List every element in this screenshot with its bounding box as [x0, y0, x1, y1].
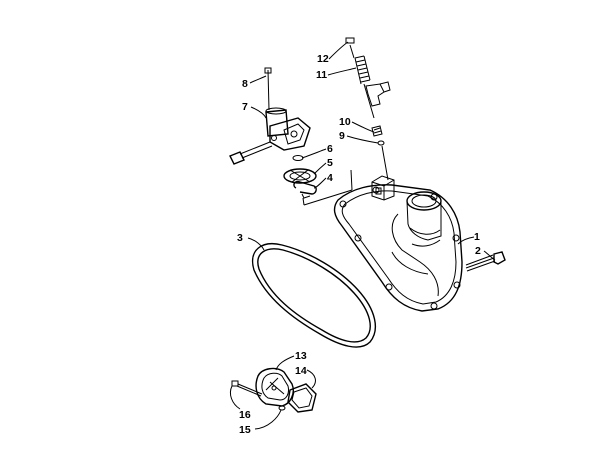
lower-cover-assembly [231, 367, 317, 413]
seal-parts [283, 155, 317, 199]
drive-belt [251, 243, 377, 348]
callout-1: 1 [474, 231, 480, 243]
callout-13: 13 [295, 350, 307, 362]
callout-9: 9 [339, 130, 345, 142]
clutch-cover [333, 175, 463, 312]
callout-8: 8 [242, 78, 248, 90]
leader-lines [229, 41, 496, 430]
callout-10: 10 [339, 116, 351, 128]
group-bracket [302, 169, 353, 206]
callout-3: 3 [237, 232, 243, 244]
actuator-assembly [229, 67, 311, 165]
callout-16: 16 [239, 409, 251, 421]
callout-4: 4 [327, 172, 333, 184]
cover-bolt [465, 251, 506, 272]
callout-15: 15 [239, 424, 251, 436]
callout-14: 14 [295, 365, 307, 377]
callout-5: 5 [327, 157, 333, 169]
callout-12: 12 [317, 53, 329, 65]
callout-11: 11 [316, 69, 327, 81]
callout-7: 7 [242, 101, 248, 113]
callout-labels: 1 2 3 4 5 6 7 8 9 10 11 12 13 14 15 16 [237, 53, 481, 436]
callout-6: 6 [327, 143, 333, 155]
spring-retainer-parts [371, 125, 389, 181]
spring-assembly [345, 37, 391, 119]
callout-2: 2 [475, 245, 481, 257]
